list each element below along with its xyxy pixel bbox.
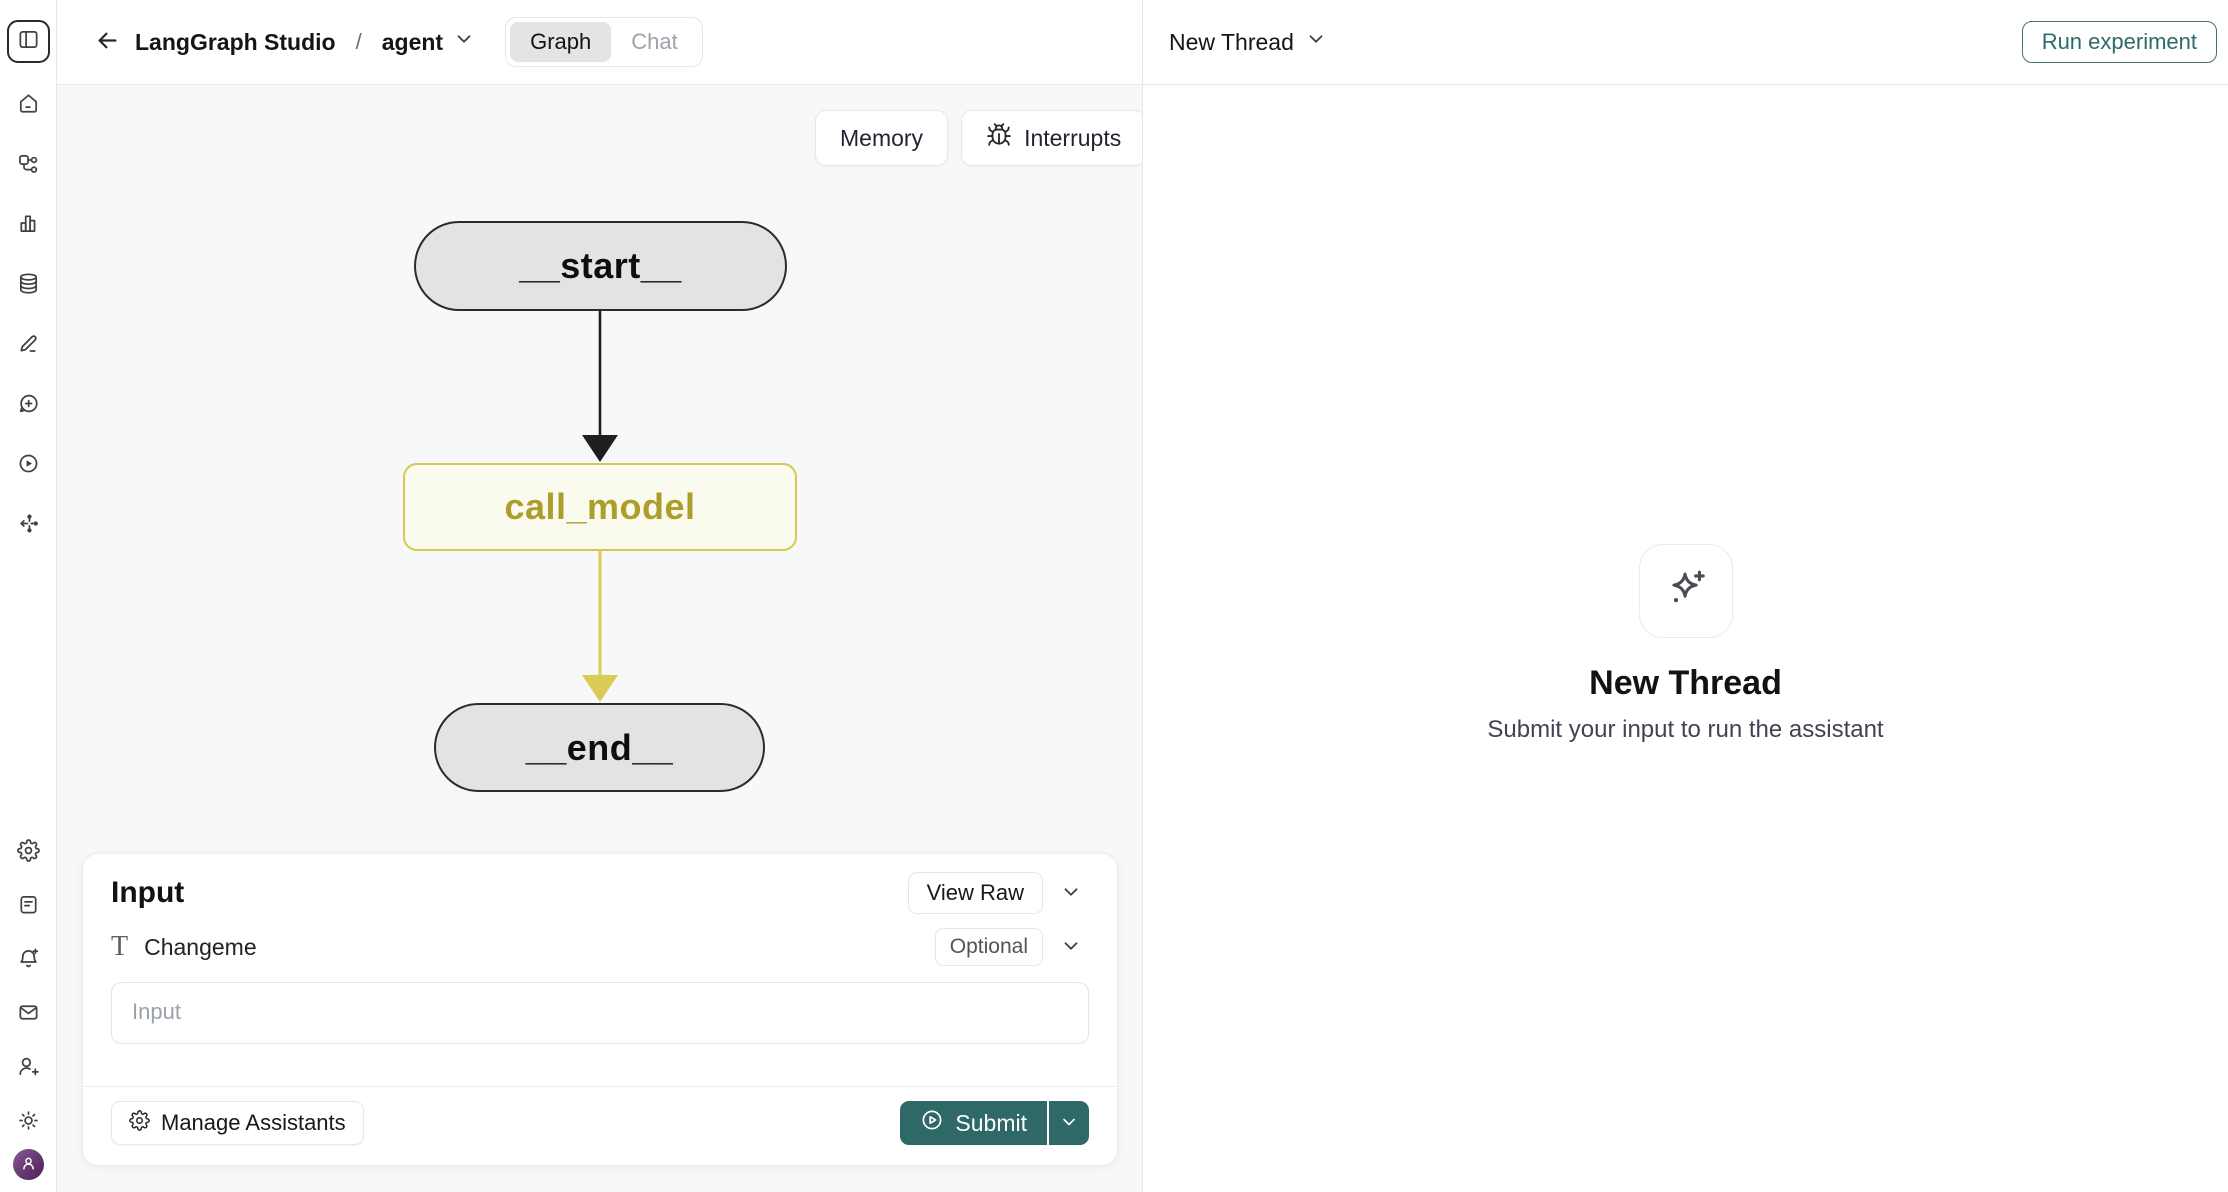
- input-panel-header-actions: View Raw: [907, 872, 1089, 914]
- input-textarea[interactable]: [111, 982, 1089, 1044]
- workflow-icon: [17, 152, 40, 178]
- bell-plus-icon: [17, 947, 40, 973]
- chevron-down-icon: [1060, 935, 1082, 960]
- app-title: LangGraph Studio: [135, 28, 336, 55]
- interrupts-button-label: Interrupts: [1024, 124, 1122, 151]
- user-plus-icon: [17, 1055, 40, 1081]
- mail-icon: [17, 1001, 40, 1027]
- input-field-row: T Changeme Optional: [111, 928, 1089, 966]
- memory-button-label: Memory: [840, 124, 924, 151]
- play-circle-icon: [17, 452, 40, 478]
- input-panel: Input View Raw T Changeme Optional: [82, 853, 1118, 1166]
- thread-panel: New Thread Submit your input to run the …: [1142, 85, 2228, 1192]
- submit-split-button: Submit: [900, 1101, 1089, 1145]
- tab-chat[interactable]: Chat: [611, 22, 697, 62]
- notepad-icon: [17, 893, 40, 919]
- graph-selector[interactable]: agent: [382, 28, 475, 56]
- input-field-label-group: T Changeme: [111, 931, 257, 963]
- sidebar-item-bell-plus[interactable]: [10, 942, 46, 978]
- sidebar-item-message-plus[interactable]: [10, 387, 46, 423]
- header-left: LangGraph Studio / agent Graph Chat: [57, 0, 1142, 84]
- sidebar-item-notepad[interactable]: [10, 888, 46, 924]
- thread-empty-subtitle: Submit your input to run the assistant: [1487, 716, 1884, 743]
- sidebar-toggle-button[interactable]: [6, 20, 50, 63]
- user-icon: [19, 1154, 38, 1176]
- thread-selector-label: New Thread: [1169, 28, 1294, 55]
- play-circle-icon: [920, 1108, 944, 1138]
- breadcrumb-separator: /: [355, 29, 362, 54]
- chevron-down-icon: [1060, 881, 1082, 906]
- sidebar-item-theme[interactable]: [10, 1104, 46, 1140]
- thread-selector[interactable]: New Thread: [1169, 28, 1327, 56]
- sidebar-item-network[interactable]: [10, 507, 46, 543]
- optional-badge: Optional: [934, 928, 1043, 966]
- icon-sidebar: [0, 0, 57, 1192]
- thread-header: New Thread Run experiment: [1142, 0, 2228, 84]
- sidebar-item-mail[interactable]: [10, 996, 46, 1032]
- thread-empty-state: New Thread Submit your input to run the …: [1143, 544, 2228, 744]
- sidebar-item-settings[interactable]: [10, 834, 46, 870]
- sidebar-item-pencil[interactable]: [10, 327, 46, 363]
- bar-chart-icon: [17, 212, 40, 238]
- submit-button-label: Submit: [955, 1109, 1027, 1136]
- graph-node-call-model[interactable]: call_model: [403, 463, 797, 551]
- back-button[interactable]: [87, 22, 127, 62]
- sparkles-card: [1638, 544, 1733, 638]
- chevron-down-icon: [1059, 1112, 1079, 1135]
- interrupts-button[interactable]: Interrupts: [961, 110, 1142, 166]
- chevron-down-icon: [1305, 28, 1327, 56]
- network-icon: [17, 512, 40, 538]
- manage-assistants-label: Manage Assistants: [161, 1110, 346, 1135]
- sun-icon: [17, 1109, 40, 1135]
- top-header: LangGraph Studio / agent Graph Chat New …: [57, 0, 2228, 85]
- tab-graph[interactable]: Graph: [510, 22, 612, 62]
- graph-node-end[interactable]: __end__: [434, 703, 765, 792]
- input-panel-title: Input: [111, 876, 185, 909]
- input-panel-header: Input View Raw: [111, 872, 1089, 914]
- view-raw-button[interactable]: View Raw: [907, 872, 1043, 914]
- view-mode-tabs: Graph Chat: [505, 17, 703, 67]
- text-type-icon: T: [111, 931, 129, 962]
- collapse-panel-button[interactable]: [1053, 875, 1089, 911]
- submit-button[interactable]: Submit: [900, 1101, 1047, 1145]
- sidebar-item-home[interactable]: [10, 87, 46, 123]
- sidebar-item-database[interactable]: [10, 267, 46, 303]
- chevron-down-icon: [453, 28, 475, 56]
- pencil-icon: [17, 332, 40, 358]
- settings-gear-icon: [16, 839, 40, 865]
- collapse-field-button[interactable]: [1053, 929, 1089, 965]
- sidebar-item-play-circle[interactable]: [10, 447, 46, 483]
- input-panel-footer: Manage Assistants Submit: [83, 1086, 1117, 1165]
- user-avatar[interactable]: [12, 1149, 44, 1180]
- submit-options-button[interactable]: [1049, 1101, 1089, 1145]
- manage-assistants-button[interactable]: Manage Assistants: [111, 1101, 364, 1145]
- graph-selector-label: agent: [381, 28, 444, 55]
- input-field-label: Changeme: [144, 933, 257, 960]
- panel-left-icon: [17, 28, 40, 56]
- input-field-actions: Optional: [934, 928, 1089, 966]
- memory-button[interactable]: Memory: [815, 110, 949, 166]
- run-experiment-button[interactable]: Run experiment: [2021, 21, 2217, 63]
- graph-node-start[interactable]: __start__: [414, 221, 787, 311]
- arrow-left-icon: [94, 27, 121, 57]
- message-plus-icon: [17, 392, 40, 418]
- thread-empty-title: New Thread: [1589, 664, 1782, 702]
- sidebar-item-user-plus[interactable]: [10, 1050, 46, 1086]
- home-icon: [17, 92, 40, 118]
- bug-icon: [986, 122, 1012, 154]
- sidebar-item-bar-chart[interactable]: [10, 207, 46, 243]
- graph-canvas[interactable]: Memory Interrupts __start__ call_model _…: [57, 85, 1142, 1192]
- sidebar-item-workflow[interactable]: [10, 147, 46, 183]
- settings-gear-icon: [129, 1109, 150, 1137]
- canvas-toolbar: Memory Interrupts: [815, 110, 1142, 166]
- database-icon: [17, 272, 40, 298]
- sparkles-icon: [1663, 566, 1709, 617]
